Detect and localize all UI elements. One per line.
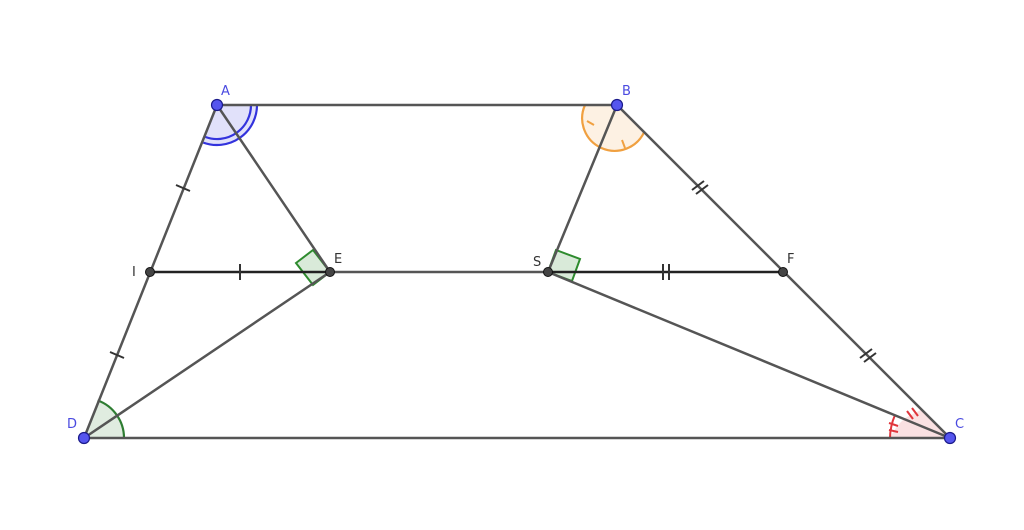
tick-FC-2 bbox=[863, 352, 877, 363]
segment-AE bbox=[215, 103, 332, 274]
angle-C-tick-3 bbox=[906, 410, 914, 420]
angle-C-tick-2 bbox=[888, 429, 899, 433]
point-C[interactable] bbox=[943, 431, 957, 445]
angle-B-arc bbox=[581, 104, 646, 152]
right-angle-E bbox=[294, 248, 332, 287]
equal-length-marks bbox=[109, 180, 877, 363]
right-angle-S bbox=[546, 248, 582, 283]
label-D: D bbox=[67, 417, 77, 432]
angle-B-tick-1 bbox=[586, 120, 595, 126]
point-F[interactable] bbox=[778, 267, 788, 277]
label-B: B bbox=[622, 84, 631, 99]
point-labels: A B C D I E S F bbox=[67, 84, 964, 432]
tick-BF-2 bbox=[695, 184, 709, 195]
point-B[interactable] bbox=[610, 98, 624, 112]
label-S: S bbox=[533, 255, 541, 270]
angle-B-fill bbox=[582, 105, 645, 151]
point-E[interactable] bbox=[325, 267, 335, 277]
point-I[interactable] bbox=[145, 267, 155, 277]
label-A: A bbox=[221, 84, 230, 99]
point-D[interactable] bbox=[77, 431, 91, 445]
label-E: E bbox=[334, 252, 342, 267]
angle-B-tick-2 bbox=[621, 139, 626, 149]
label-C: C bbox=[955, 417, 964, 432]
label-I: I bbox=[132, 265, 136, 280]
label-F: F bbox=[787, 252, 794, 267]
points bbox=[77, 98, 957, 445]
angle-C-tick-4 bbox=[911, 407, 919, 417]
segment-CS bbox=[546, 270, 952, 440]
tick-AI bbox=[175, 184, 191, 192]
angle-D-fill-2 bbox=[84, 400, 117, 438]
point-A[interactable] bbox=[210, 98, 224, 112]
segment-BS bbox=[546, 103, 619, 274]
segments bbox=[82, 103, 952, 440]
tick-BF-1 bbox=[691, 180, 705, 191]
tick-ID bbox=[109, 351, 125, 359]
point-S[interactable] bbox=[543, 267, 553, 277]
segment-DE bbox=[82, 270, 332, 440]
angle-C-tick-1 bbox=[888, 422, 899, 427]
tick-FC-1 bbox=[859, 348, 873, 359]
